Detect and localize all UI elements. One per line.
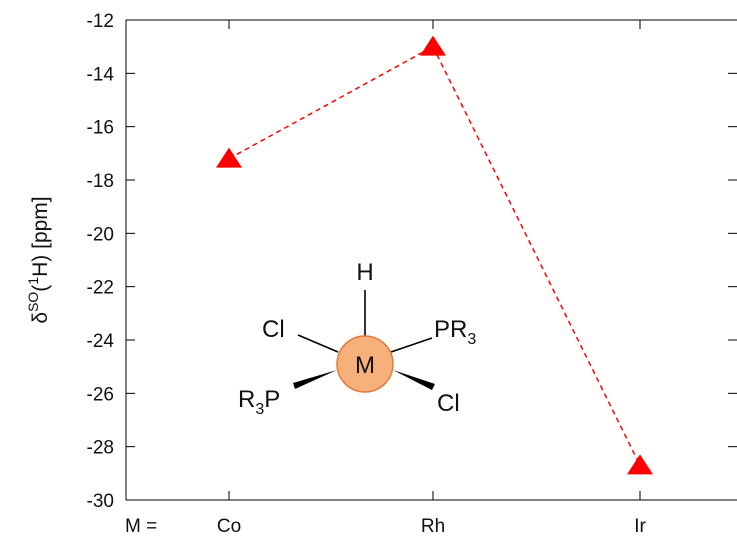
y-tick-label: -16 <box>87 118 114 139</box>
y-label-open-paren: ( <box>29 285 52 292</box>
molecule-structure: M H Cl PR3 R3P Cl <box>238 259 476 418</box>
metal-label: M <box>355 352 375 379</box>
metal-center-circle <box>336 335 394 393</box>
y-tick-label: -28 <box>87 438 114 459</box>
y-axis-label: δSO(1H) [ppm] <box>25 196 52 323</box>
x-category-label: Co <box>217 516 241 537</box>
data-point-triangle <box>627 454 653 475</box>
y-tick-label: -24 <box>87 331 115 352</box>
y-label-sup-so: SO <box>25 292 41 312</box>
y-tick-label: -18 <box>87 171 114 192</box>
bond-m-cl-upper <box>297 334 339 353</box>
ligand-cl-lower: Cl <box>437 390 460 417</box>
data-point-triangle <box>216 147 242 168</box>
y-tick-label: -22 <box>87 278 114 299</box>
hydride-label: H <box>356 259 373 286</box>
ligand-r3p: R3P <box>238 386 280 418</box>
x-category-label: Rh <box>421 516 445 537</box>
ligand-r3p-main: R <box>238 386 255 413</box>
y-tick-label: -26 <box>87 384 114 405</box>
bond-m-pr3 <box>390 337 433 353</box>
ligand-r3p-tail: P <box>264 386 280 413</box>
y-tick-label: -30 <box>87 491 114 512</box>
series-line-segment <box>432 46 641 466</box>
y-label-unit: ) [ppm] <box>29 196 52 261</box>
data-point-triangle <box>420 35 446 56</box>
wedge-bond-r3p <box>293 370 337 389</box>
data-series <box>216 35 653 475</box>
y-label-delta: δ <box>29 312 52 324</box>
category-prefix: M = <box>125 516 157 537</box>
x-category-label: Ir <box>634 516 646 537</box>
y-label-sup-1: 1 <box>25 277 41 285</box>
ligand-pr3-sub: 3 <box>467 331 476 348</box>
series-line-segment <box>228 46 434 160</box>
ligand-cl-upper: Cl <box>262 316 285 343</box>
y-tick-label: -14 <box>87 64 115 85</box>
ligand-r3p-sub: 3 <box>255 401 264 418</box>
y-ticks: -12 -14 -16 -18 -20 -22 -24 -26 -28 -30 <box>87 11 737 512</box>
ligand-pr3: PR3 <box>434 316 476 348</box>
y-tick-label: -12 <box>87 11 114 32</box>
wedge-bond-cl-lower <box>393 370 435 390</box>
ligand-pr3-main: PR <box>434 316 467 343</box>
y-label-nucleus: H <box>29 262 52 277</box>
y-tick-label: -20 <box>87 224 114 245</box>
x-ticks: Co Rh Ir <box>217 20 646 537</box>
